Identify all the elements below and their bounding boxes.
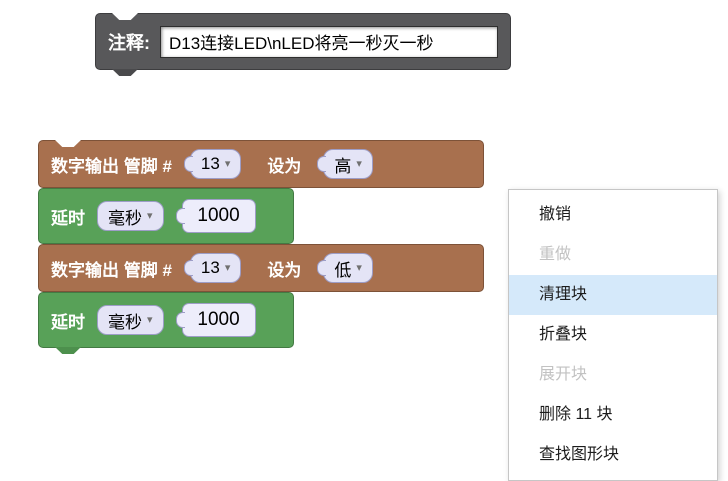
digital-write-label: 数字输出 管脚 # (51, 260, 172, 280)
level-dropdown[interactable]: 低 ▾ (323, 253, 373, 283)
pin-dropdown[interactable]: 13 ▾ (189, 149, 242, 179)
unit-value: 毫秒 (108, 208, 142, 228)
block-top-notch (112, 13, 138, 20)
menu-item-delete-blocks[interactable]: 删除 11 块 (539, 406, 613, 423)
duration-value: 1000 (197, 309, 240, 330)
context-menu: 撤销 重做 清理块 折叠块 展开块 删除 11 块 查找图形块 (508, 189, 718, 481)
set-to-label: 设为 (267, 260, 302, 280)
level-value: 低 (334, 260, 352, 280)
dropdown-arrow-icon: ▾ (224, 157, 231, 170)
digital-write-block-2[interactable]: 数字输出 管脚 # 13 ▾ 设为 低 ▾ (38, 244, 484, 292)
comment-block[interactable]: 注释: D13连接LED\nLED将亮一秒灭一秒 (95, 13, 511, 76)
dropdown-arrow-icon: ▾ (147, 209, 153, 222)
dropdown-arrow-icon: ▾ (147, 313, 153, 326)
dropdown-arrow-icon: ▾ (356, 157, 362, 170)
duration-field[interactable]: 1000 (181, 199, 256, 233)
menu-item-find-blocks[interactable]: 查找图形块 (539, 446, 620, 463)
level-dropdown[interactable]: 高 ▾ (323, 149, 373, 179)
set-to-label: 设为 (267, 156, 302, 176)
block-bottom-bump (55, 347, 81, 354)
block-bottom-bump (112, 69, 138, 76)
unit-dropdown[interactable]: 毫秒 ▾ (97, 305, 164, 335)
level-value: 高 (334, 156, 352, 176)
duration-value: 1000 (197, 205, 240, 226)
block-top-notch (55, 140, 81, 147)
digital-write-block-1[interactable]: 数字输出 管脚 # 13 ▾ 设为 高 ▾ (38, 140, 484, 188)
delay-label: 延时 (51, 208, 85, 228)
duration-field[interactable]: 1000 (181, 303, 256, 337)
menu-item-redo: 重做 (539, 246, 572, 263)
digital-write-label: 数字输出 管脚 # (51, 156, 172, 176)
comment-label: 注释: (108, 32, 150, 53)
dropdown-arrow-icon: ▾ (224, 261, 231, 274)
dropdown-arrow-icon: ▾ (356, 261, 362, 274)
menu-item-undo[interactable]: 撤销 (539, 206, 572, 223)
delay-block-1[interactable]: 延时 毫秒 ▾ 1000 (38, 188, 294, 244)
menu-item-expand-blocks: 展开块 (539, 366, 588, 383)
pin-value: 13 (200, 154, 220, 173)
unit-dropdown[interactable]: 毫秒 ▾ (97, 201, 164, 231)
unit-value: 毫秒 (108, 312, 142, 332)
menu-item-collapse-blocks[interactable]: 折叠块 (539, 326, 588, 343)
pin-dropdown[interactable]: 13 ▾ (189, 253, 242, 283)
comment-text-field[interactable]: D13连接LED\nLED将亮一秒灭一秒 (160, 25, 498, 58)
delay-block-2[interactable]: 延时 毫秒 ▾ 1000 (38, 292, 294, 354)
menu-item-clean-up-blocks[interactable]: 清理块 (509, 275, 717, 315)
delay-label: 延时 (51, 312, 85, 332)
pin-value: 13 (200, 258, 220, 277)
